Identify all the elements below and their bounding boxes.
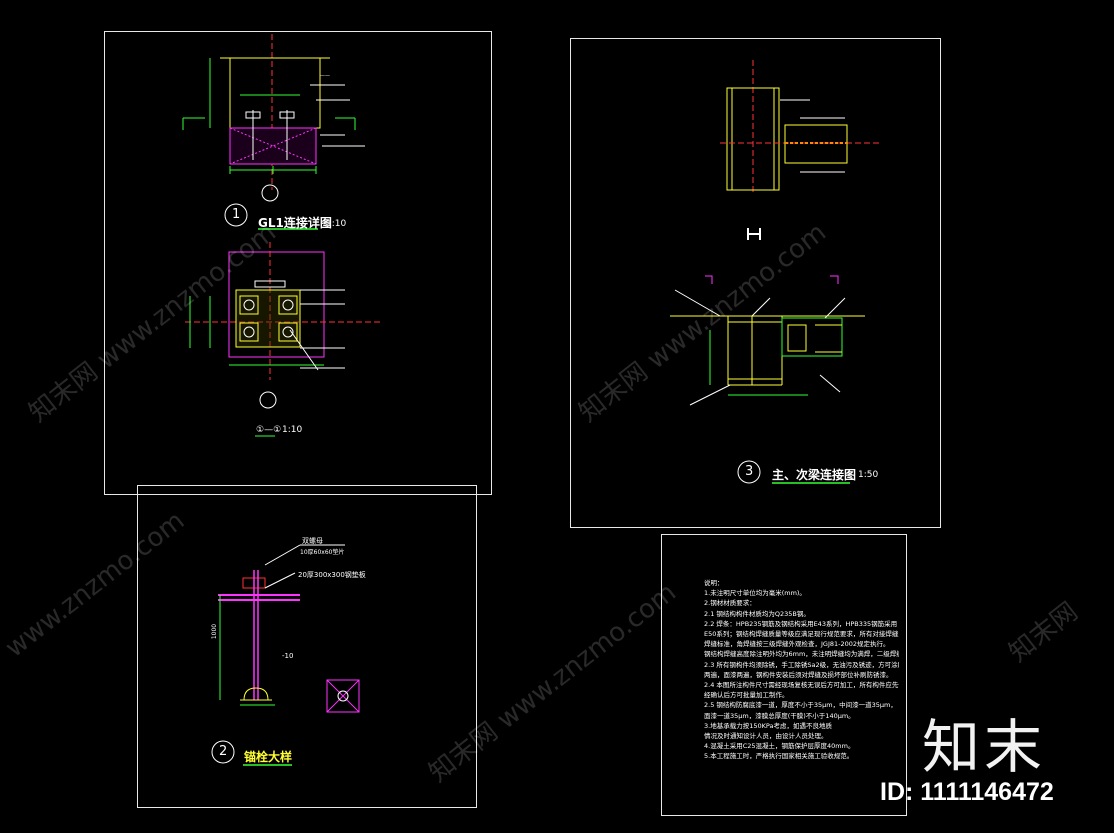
- anchor-label-nut: 双螺母: [302, 537, 323, 545]
- detail-3-frame: [570, 38, 941, 528]
- notes-line: 经确认后方可批量加工制作。: [704, 691, 789, 700]
- document-id: ID: 1111146472: [880, 778, 1054, 806]
- notes-line: 面漆一道35μm，漆膜总厚度(干膜)不小于140μm。: [704, 711, 855, 720]
- notes-line: 1.未注明尺寸单位均为毫米(mm)。: [704, 589, 806, 598]
- notes-line: 2.4 本图所注构件尺寸需经现场复核无误后方可加工，所有构件应先做样板，: [704, 681, 899, 690]
- notes-frame: [661, 534, 907, 816]
- design-notes: 说明： 1.未注明尺寸单位均为毫米(mm)。 2.钢材材质要求： 2.1 钢结构…: [704, 578, 899, 762]
- detail-1-scale: 1:10: [326, 219, 347, 229]
- notes-line: 钢结构焊缝高度除注明外均为6mm，未注明焊缝均为满焊，二级焊缝。: [704, 650, 899, 659]
- detail-1-frame: [104, 31, 492, 495]
- detail-3-title: 主、次梁连接图: [772, 468, 857, 482]
- detail-1-number-circle: [224, 203, 248, 227]
- detail-2-title: 锚栓大样: [244, 750, 293, 764]
- dim-label: ——: [320, 73, 330, 79]
- notes-line: 2.3 所有钢构件均须除锈，手工除锈Sa2级，无油污及锈迹，方可涂刷防锈底漆: [704, 660, 899, 669]
- detail-3-number: 3: [745, 464, 754, 479]
- anchor-dim-height: 1000: [211, 623, 219, 640]
- anchor-dim-10: -10: [282, 652, 294, 660]
- notes-line: 情况及时通知设计人员，由设计人员处理。: [704, 732, 828, 741]
- section-title: ①—①: [256, 425, 282, 435]
- anchor-label-plate: 20厚300x300钢垫板: [298, 571, 366, 579]
- notes-heading: 说明：: [704, 579, 724, 587]
- notes-line: 两遍，面漆两遍，钢构件安装后须对焊缝及损坏部位补刷防锈漆。: [704, 670, 893, 679]
- detail-1-plan: [185, 242, 380, 437]
- notes-line: 4.混凝土采用C25混凝土，钢筋保护层厚度40mm。: [704, 742, 855, 751]
- detail-1-title: GL1连接详图: [258, 216, 332, 230]
- detail-3-scale: 1:50: [858, 470, 879, 480]
- brand-logo: 知末: [922, 713, 1047, 781]
- notes-line: 5.本工程施工时，严格执行国家相关施工验收规范。: [704, 752, 854, 761]
- notes-line: 2.钢材材质要求：: [704, 599, 756, 608]
- detail-3-elevation: [720, 60, 880, 240]
- detail-3-number-circle: [737, 460, 761, 484]
- section-scale: 1:10: [282, 425, 303, 435]
- detail-2-number: 2: [219, 744, 228, 759]
- notes-line: E50系列；钢结构焊缝质量等级应满足现行规范要求，所有对接焊缝为二级: [704, 630, 899, 639]
- notes-line: 2.1 钢结构构件材质均为Q235B钢。: [704, 609, 810, 618]
- detail-2-number-circle: [211, 740, 235, 764]
- detail-2-frame: [137, 485, 477, 808]
- detail-1-number: 1: [232, 207, 241, 222]
- notes-line: 焊缝标准，角焊缝按三级焊缝外观检查，JGJ81-2002规定执行。: [704, 640, 890, 649]
- notes-line: 2.2 焊条：HPB235钢筋及钢结构采用E43系列，HPB335钢筋采用: [704, 619, 898, 628]
- detail-3-section: [670, 275, 865, 406]
- notes-line: 2.5 钢结构防腐底漆一道，厚度不小于35μm，中间漆一道35μm，: [704, 701, 897, 710]
- detail-2-anchor: [218, 544, 360, 713]
- anchor-label-washer: 10厚60x60垫片: [300, 549, 345, 556]
- notes-line: 3.地基承载力按150KPa考虑，如遇不良地质: [704, 721, 832, 730]
- detail-1-elevation: [182, 34, 365, 202]
